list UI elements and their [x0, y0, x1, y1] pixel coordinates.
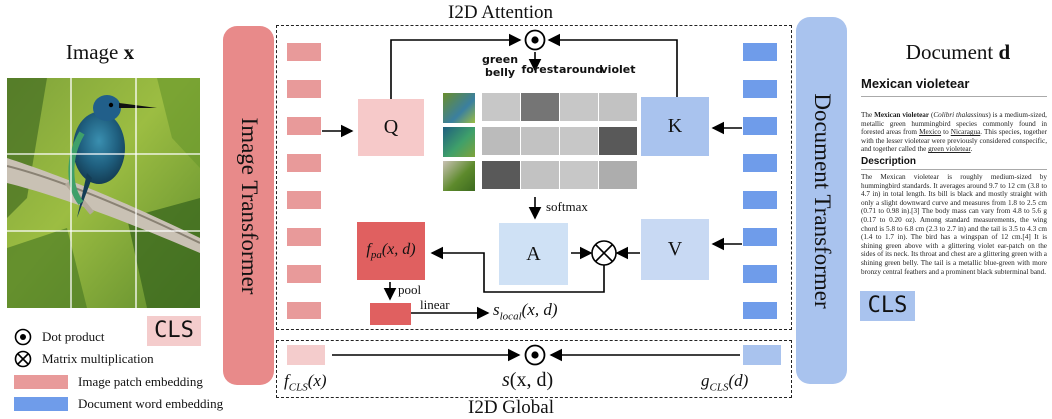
query-box: Q	[358, 99, 424, 156]
image-patch-embedding	[287, 117, 321, 135]
attention-cell	[599, 161, 637, 189]
word-header: forest	[521, 63, 559, 76]
document-cls-embedding	[743, 345, 781, 365]
document-word-embedding	[743, 80, 777, 98]
s-local-score: slocal(x, d)	[493, 300, 558, 323]
document-word-embedding	[743, 154, 777, 172]
gcls-label: gCLS(d)	[701, 371, 749, 394]
softmax-label: softmax	[546, 199, 588, 214]
matrix-multiplication-icon	[14, 350, 32, 368]
legend-dot: Dot product	[14, 328, 104, 346]
fcls-label: fCLS(x)	[284, 371, 327, 394]
document-word-embedding	[743, 191, 777, 209]
linear-label: linear	[420, 297, 450, 312]
image-cls-token: CLS	[147, 316, 201, 346]
document-word-embedding	[743, 302, 777, 319]
attention-cell	[521, 127, 559, 155]
word-swatch	[14, 397, 68, 411]
attention-cell	[482, 161, 520, 189]
image-patch-embedding	[287, 154, 321, 172]
document-word-embedding	[743, 117, 777, 135]
patch-swatch	[14, 375, 68, 389]
attention-cell	[599, 127, 637, 155]
attention-cell	[482, 93, 520, 121]
legend-patch: Image patch embedding	[14, 374, 203, 390]
image-patch-embedding	[287, 302, 321, 319]
i2d-attention-frame	[276, 25, 792, 330]
pool-label: pool	[398, 282, 422, 297]
image-patch-embedding	[287, 191, 321, 209]
document-word-embedding	[743, 43, 777, 61]
fpa-box: fpa(x, d)	[357, 222, 425, 280]
attention-box: A	[499, 223, 568, 285]
image-cls-embedding	[287, 345, 325, 365]
image-title: Image x	[65, 40, 135, 64]
image-patch-embedding	[287, 265, 321, 283]
attention-heatmap: green belly forest around violet	[440, 53, 640, 198]
document-cls-token: CLS	[860, 291, 915, 321]
patch-thumbnail	[443, 161, 475, 191]
image-patch-embedding	[287, 43, 321, 61]
value-box: V	[641, 219, 709, 280]
doc-section-rule	[861, 169, 1047, 170]
doc-heading: Mexican violetear	[861, 76, 970, 91]
hummingbird-image	[7, 78, 200, 308]
legend-word: Document word embedding	[14, 396, 223, 412]
attention-cell	[521, 161, 559, 189]
attention-cell	[560, 93, 598, 121]
attention-cell	[599, 93, 637, 121]
doc-heading-rule	[861, 96, 1047, 97]
document-word-embedding	[743, 228, 777, 246]
image-transformer: Image Transformer	[223, 26, 274, 385]
document-title: Document d	[905, 40, 1011, 64]
attention-cell	[560, 161, 598, 189]
key-box: K	[641, 97, 709, 156]
i2d-global-frame	[276, 340, 792, 398]
doc-paragraph-1: The Mexican violetear (Colibri thalassin…	[861, 111, 1048, 154]
word-header: green belly	[481, 53, 519, 79]
patch-thumbnail	[443, 93, 475, 123]
i2d-global-title: I2D Global	[468, 397, 555, 418]
image-patch-embedding	[287, 228, 321, 246]
word-header: around	[559, 63, 603, 76]
document-word-embedding	[743, 265, 777, 283]
patch-thumbnail	[443, 127, 475, 157]
attention-cell	[560, 127, 598, 155]
word-header: violet	[600, 63, 636, 76]
i2d-attention-title: I2D Attention	[448, 2, 554, 23]
legend-matmul: Matrix multiplication	[14, 350, 154, 368]
document-transformer: Document Transformer	[796, 17, 847, 384]
doc-paragraph-2: The Mexican violetear is roughly medium-…	[861, 173, 1047, 276]
attention-cell	[482, 127, 520, 155]
pooled-vector	[370, 303, 411, 325]
attention-cell	[521, 93, 559, 121]
image-patch-embedding	[287, 80, 321, 98]
global-score: s(x, d)	[502, 369, 554, 391]
doc-section-heading: Description	[861, 156, 917, 167]
dot-product-icon	[14, 328, 32, 346]
